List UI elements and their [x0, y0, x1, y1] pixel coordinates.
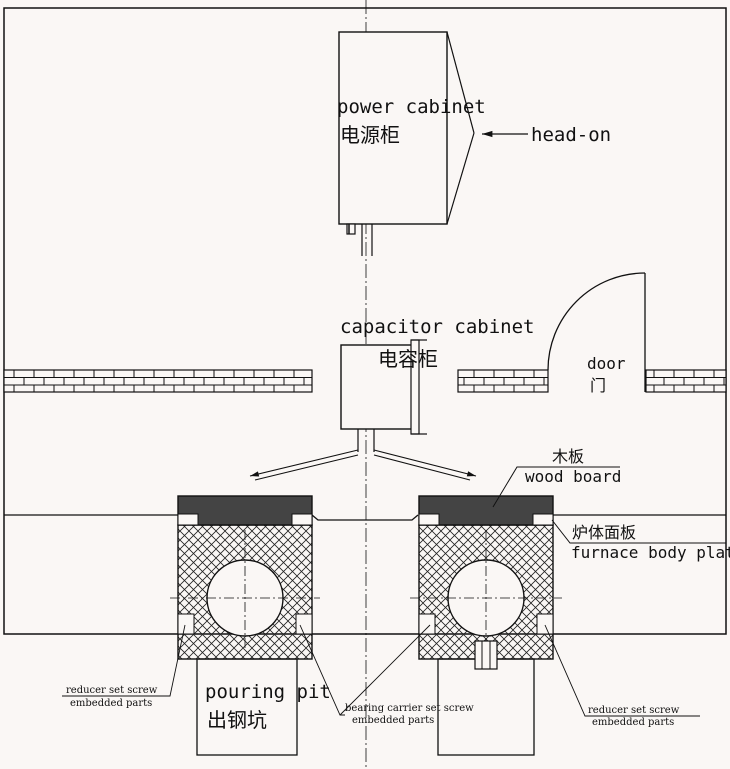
furnace-plate-leader [551, 519, 726, 544]
brick-wall-middle [457, 369, 549, 393]
left-callout-line2: embedded parts [70, 698, 152, 709]
middle-callout [299, 624, 431, 716]
door-label: door [587, 354, 626, 373]
brick-wall-right [645, 369, 727, 393]
cable-arrows [249, 449, 477, 481]
door-cn-label: 门 [590, 376, 606, 395]
furnace-plate-cn-label: 炉体面板 [572, 523, 636, 542]
power-cabinet [338, 31, 475, 256]
right-callout [544, 624, 700, 717]
room-outline [3, 7, 727, 635]
door [547, 272, 646, 392]
left-callout-line1: reducer set screw [66, 685, 158, 696]
wood-board-cn-label: 木板 [552, 447, 584, 466]
furnace-plate-label: furnace body plat [571, 543, 730, 562]
right-callout-line2: embedded parts [592, 717, 674, 728]
furnace-left [170, 495, 320, 660]
brick-wall-left [3, 369, 313, 393]
wood-board-label: wood board [525, 467, 621, 486]
right-callout-line1: reducer set screw [588, 705, 680, 716]
furnace-platform [4, 514, 726, 521]
middle-callout-line2: embedded parts [352, 715, 434, 726]
capacitor-cabinet-cn-label: 电容柜 [378, 347, 438, 371]
pouring-pit-left [196, 658, 298, 756]
wood-board-leader [492, 466, 620, 508]
middle-callout-line1: bearing carrier set screw [345, 703, 474, 714]
furnace-right [410, 495, 562, 670]
left-callout [62, 624, 186, 697]
capacitor-cabinet-label: capacitor cabinet [340, 316, 534, 338]
pouring-pit-label: pouring pit [205, 681, 331, 703]
pouring-pit-right [437, 658, 535, 756]
pouring-pit-cn-label: 出钢坑 [207, 708, 267, 732]
power-cabinet-cn-label: 电源柜 [340, 123, 400, 147]
head-on-label: head-on [531, 124, 611, 146]
power-cabinet-label: power cabinet [337, 96, 486, 118]
capacitor-cabinet [340, 339, 427, 452]
